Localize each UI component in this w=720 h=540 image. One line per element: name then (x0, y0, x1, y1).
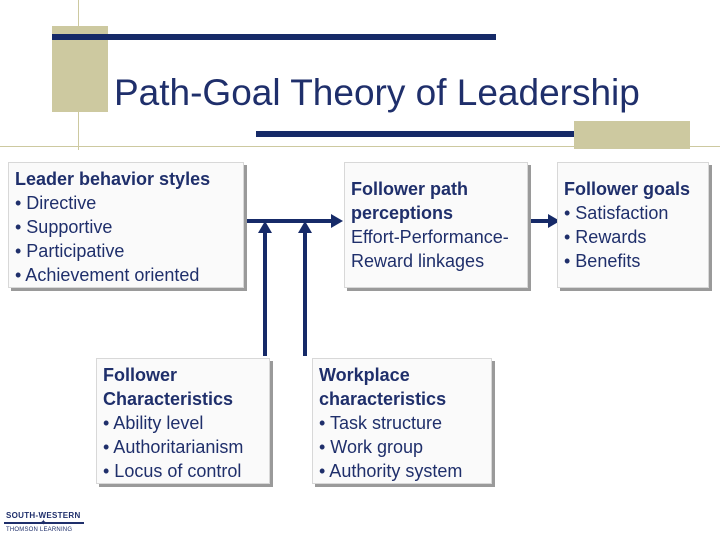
connector-horizontal (246, 219, 332, 223)
follower-item-authoritarianism: • Authoritarianism (103, 437, 244, 457)
workplace-item-authority: • Authority system (319, 461, 463, 481)
connector-workplace-vertical (303, 232, 307, 356)
perceptions-heading-line2: perceptions (351, 203, 454, 223)
follower-item-ability: • Ability level (103, 413, 204, 433)
workplace-characteristics-box: Workplace characteristics • Task structu… (312, 358, 492, 484)
logo-line1: SOUTH-WESTERN (6, 511, 81, 520)
arrow-up-workplace (298, 221, 312, 233)
goals-heading: Follower goals (564, 179, 691, 199)
workplace-heading-line2: characteristics (319, 389, 447, 409)
leader-item-achievement: • Achievement oriented (15, 265, 200, 285)
decor-vertical-line (78, 0, 79, 150)
decor-bar-bottom (256, 131, 690, 137)
follower-perceptions-box: Follower path perceptions Effort-Perform… (344, 162, 528, 288)
perceptions-item-effort: Effort-Performance- (351, 227, 509, 247)
connector-follower-vertical (263, 232, 267, 356)
decor-bar-top (52, 34, 496, 40)
goals-item-benefits: • Benefits (564, 251, 641, 271)
perceptions-item-reward: Reward linkages (351, 251, 485, 271)
leader-behavior-heading: Leader behavior styles (15, 169, 211, 189)
perceptions-heading-line1: Follower path (351, 179, 468, 199)
goals-item-satisfaction: • Satisfaction (564, 203, 669, 223)
arrow-up-follower (258, 221, 272, 233)
connector-to-goals (528, 219, 550, 223)
leader-item-participative: • Participative (15, 241, 125, 261)
arrow-to-perceptions (331, 214, 343, 228)
decor-square-bottom (574, 121, 690, 149)
workplace-heading-line1: Workplace (319, 365, 410, 385)
logo-line2: THOMSON LEARNING (6, 527, 73, 533)
leader-item-supportive: • Supportive (15, 217, 113, 237)
goals-item-rewards: • Rewards (564, 227, 647, 247)
logo-divider (4, 522, 84, 524)
follower-characteristics-box: Follower Characteristics • Ability level… (96, 358, 270, 484)
workplace-item-workgroup: • Work group (319, 437, 424, 457)
follower-goals-box: Follower goals • Satisfaction • Rewards … (557, 162, 709, 288)
decor-square-top (52, 26, 108, 112)
publisher-logo: SOUTH-WESTERN ✦ THOMSON LEARNING (4, 510, 84, 536)
leader-behavior-box: Leader behavior styles • Directive • Sup… (8, 162, 244, 288)
logo-star-icon: ✦ (40, 518, 47, 527)
follower-heading-line1: Follower (103, 365, 178, 385)
page-title: Path-Goal Theory of Leadership (114, 72, 640, 113)
decor-tan-line (0, 146, 720, 147)
follower-heading-line2: Characteristics (103, 389, 234, 409)
follower-item-locus: • Locus of control (103, 461, 242, 481)
leader-item-directive: • Directive (15, 193, 97, 213)
workplace-item-task: • Task structure (319, 413, 443, 433)
